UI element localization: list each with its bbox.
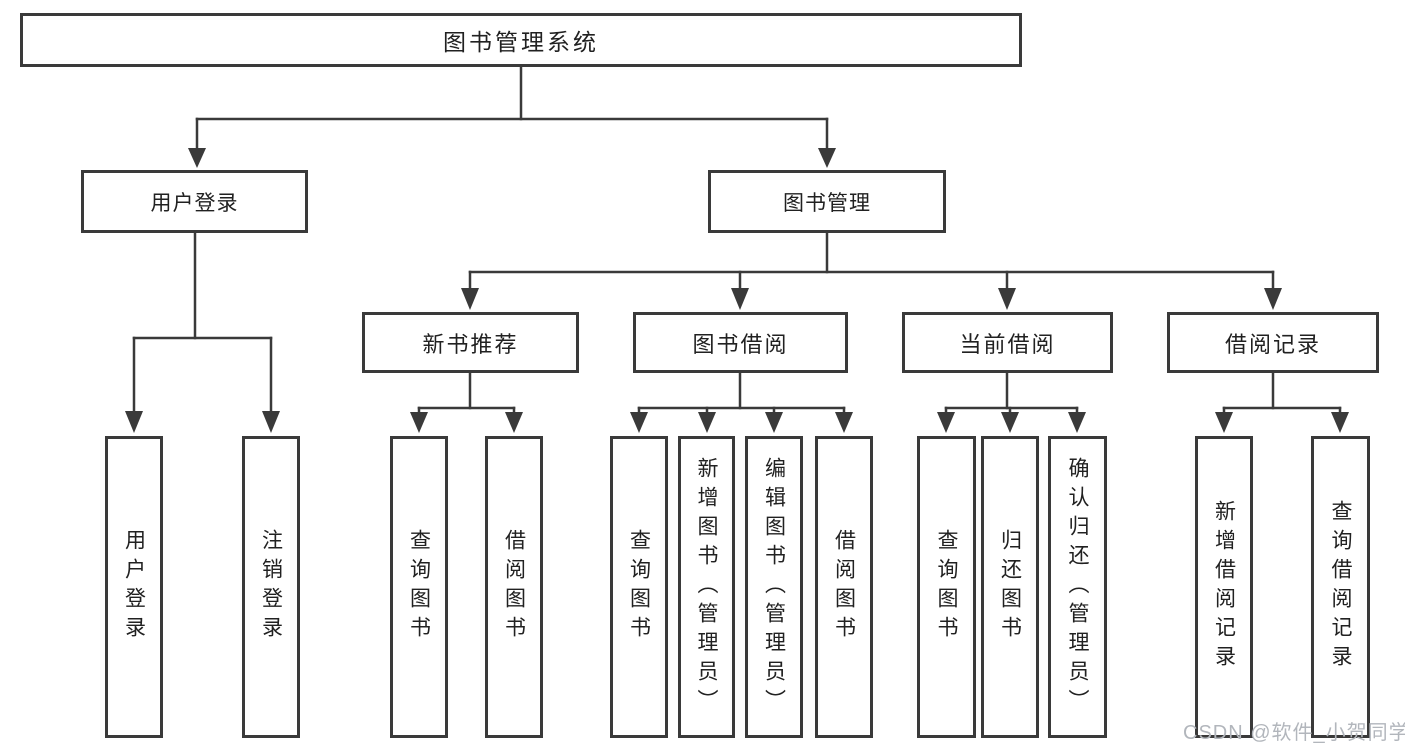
leaf-return-book: 归还图书	[981, 436, 1039, 738]
node-new-book-recommend: 新书推荐	[362, 312, 579, 373]
node-book-borrow-label: 图书借阅	[692, 331, 789, 357]
leaf-add-book-admin: 新增图书（管理员）	[678, 436, 735, 738]
node-borrow-record: 借阅记录	[1167, 312, 1379, 373]
leaf-user-login-label: 用户登录	[122, 529, 146, 645]
leaf-borrow-query-book: 查询图书	[610, 436, 668, 738]
leaf-recommend-query-book-label: 查询图书	[407, 529, 431, 645]
leaf-add-borrow-record-label: 新增借阅记录	[1212, 500, 1236, 674]
leaf-add-borrow-record: 新增借阅记录	[1195, 436, 1253, 738]
leaf-logout-label: 注销登录	[259, 529, 283, 645]
node-new-book-recommend-label: 新书推荐	[422, 331, 519, 357]
leaf-query-borrow-record-label: 查询借阅记录	[1329, 500, 1352, 674]
leaf-borrow-query-book-label: 查询图书	[627, 529, 651, 645]
node-library-management-system-label: 图书管理系统	[443, 29, 599, 55]
leaf-borrow-book-label: 借阅图书	[832, 529, 856, 645]
node-current-borrow-label: 当前借阅	[959, 331, 1056, 357]
node-book-management: 图书管理	[708, 170, 946, 233]
node-library-management-system: 图书管理系统	[20, 13, 1022, 67]
leaf-logout: 注销登录	[242, 436, 300, 738]
leaf-edit-book-admin: 编辑图书（管理员）	[745, 436, 803, 738]
node-user-login-label: 用户登录	[150, 191, 239, 215]
leaf-recommend-borrow-book-label: 借阅图书	[502, 529, 526, 645]
leaf-current-query-book: 查询图书	[917, 436, 976, 738]
leaf-add-book-admin-label: 新增图书（管理员）	[695, 456, 718, 718]
node-book-management-label: 图书管理	[783, 191, 871, 215]
arrowheads	[125, 148, 1349, 433]
leaf-return-book-label: 归还图书	[998, 529, 1022, 645]
leaf-confirm-return-admin-label: 确认归还（管理员）	[1066, 456, 1089, 718]
leaf-edit-book-admin-label: 编辑图书（管理员）	[762, 456, 786, 718]
csdn-watermark: CSDN @软件_小贺同学	[1183, 722, 1405, 744]
leaf-recommend-borrow-book: 借阅图书	[485, 436, 543, 738]
leaf-confirm-return-admin: 确认归还（管理员）	[1048, 436, 1107, 738]
node-book-borrow: 图书借阅	[633, 312, 848, 373]
leaf-borrow-book: 借阅图书	[815, 436, 873, 738]
leaf-recommend-query-book: 查询图书	[390, 436, 448, 738]
node-user-login: 用户登录	[81, 170, 308, 233]
node-borrow-record-label: 借阅记录	[1224, 331, 1321, 357]
leaf-user-login: 用户登录	[105, 436, 163, 738]
leaf-current-query-book-label: 查询图书	[935, 529, 958, 645]
node-current-borrow: 当前借阅	[902, 312, 1113, 373]
leaf-query-borrow-record: 查询借阅记录	[1311, 436, 1370, 738]
